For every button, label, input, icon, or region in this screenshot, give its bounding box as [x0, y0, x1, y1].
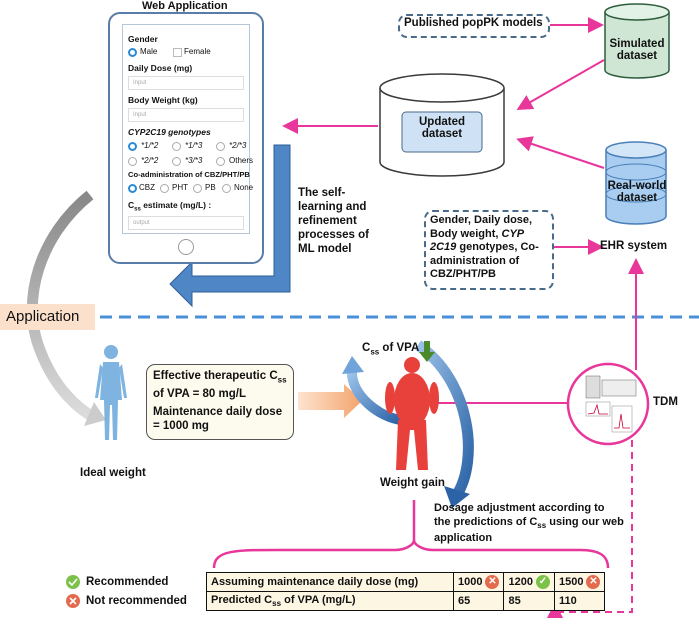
application-arrowhead — [84, 402, 106, 426]
predicted-cell-1: 85 — [503, 591, 555, 611]
genotype-option-2: *2/*3 — [229, 141, 247, 150]
genotype-label: CYP2C19 genotypes — [128, 127, 211, 137]
css-estimate-label: Css estimate (mg/L) : — [128, 200, 212, 213]
legend-not-recommended: Not recommended — [86, 595, 187, 607]
weight-gain-body-icon — [385, 357, 439, 470]
therapeutic-box — [146, 364, 294, 440]
tdm-instrument-icon — [585, 375, 637, 433]
css-curve-left-head — [342, 356, 364, 374]
gender-female-label: Female — [184, 47, 211, 56]
genotype-radio-3[interactable] — [128, 157, 137, 166]
dose-input[interactable]: Input — [128, 76, 244, 90]
predicted-cell-2: 110 — [553, 591, 606, 611]
css-vpa-label: Css of VPA — [362, 342, 420, 357]
legend-check-icon — [66, 575, 80, 589]
coadmin-option-2: PB — [205, 183, 216, 192]
css-down-icon — [419, 341, 435, 362]
weight-label: Body Weight (kg) — [128, 95, 198, 105]
coadmin-option-1: PHT — [172, 183, 188, 192]
gender-male-label: Male — [140, 47, 158, 56]
coadmin-option-0: CBZ — [139, 183, 155, 192]
tablet-home-button[interactable] — [178, 239, 194, 255]
gender-male-radio[interactable] — [128, 48, 137, 57]
genotype-radio-1[interactable] — [172, 142, 181, 151]
cross-icon: ✕ — [485, 575, 500, 589]
genotype-radio-0[interactable] — [128, 142, 137, 151]
genotype-radio-2[interactable] — [216, 142, 225, 151]
gender-female-radio[interactable] — [173, 48, 182, 57]
table-bracket — [212, 539, 610, 569]
predicted-cell-0: 65 — [452, 591, 505, 611]
webapp-title: Web Application — [142, 0, 228, 12]
dosage-adjustment-text: Dosage adjustment according to the predi… — [434, 502, 624, 545]
updated-dataset-label: Updated dataset — [419, 116, 465, 140]
check-icon: ✓ — [535, 575, 550, 589]
coadmin-option-3: None — [234, 183, 254, 192]
dose-cell-0: 1000✕ — [452, 572, 505, 592]
adjust-curve-head — [444, 486, 470, 508]
gender-label: Gender — [128, 34, 158, 44]
simulated-dataset-label: Simulated dataset — [609, 38, 665, 62]
dose-label: Daily Dose (mg) — [128, 63, 193, 73]
dose-row-label: Assuming maintenance daily dose (mg) — [206, 572, 454, 592]
genotype-radio-5[interactable] — [216, 157, 225, 166]
published-models-box — [398, 14, 550, 38]
realworld-dataset-cylinder — [605, 141, 667, 225]
cross-icon: ✕ — [586, 575, 601, 589]
self-learning-text: The self-learning and refinement process… — [298, 187, 369, 255]
css-curve-left — [346, 369, 403, 425]
dose-cell-2: 1500✕ — [553, 572, 606, 592]
coadmin-radio-2[interactable] — [193, 184, 202, 193]
dose-table: Assuming maintenance daily dose (mg) 100… — [206, 572, 606, 611]
dose-cell-1: 1200✓ — [503, 572, 555, 592]
ehr-system-label: EHR system — [600, 240, 668, 252]
arrow-realworld-to-updated — [516, 136, 605, 169]
predicted-row-label: Predicted Css of VPA (mg/L) — [206, 591, 454, 611]
coadmin-radio-1[interactable] — [160, 184, 169, 193]
application-label-bg — [0, 304, 95, 330]
updated-dataset-box — [401, 111, 483, 153]
ideal-weight-label: Ideal weight — [80, 467, 146, 479]
refinement-arrow — [169, 144, 291, 308]
genotype-radio-4[interactable] — [172, 157, 181, 166]
ehr-inputs-box — [424, 210, 554, 290]
table-row: Assuming maintenance daily dose (mg) 100… — [206, 572, 606, 592]
coadmin-radio-0[interactable] — [128, 184, 137, 193]
ehr-inputs-text: Gender, Daily dose, Body weight, CYP 2C1… — [430, 214, 539, 280]
application-label: Application — [6, 308, 80, 325]
published-models-label: Published popPK models — [404, 17, 543, 29]
updated-dataset-cylinder — [379, 73, 505, 177]
genotype-option-5: Others — [229, 156, 254, 165]
coadmin-radio-3[interactable] — [222, 184, 231, 193]
table-row: Predicted Css of VPA (mg/L) 65 85 110 — [206, 591, 606, 611]
genotype-option-0: *1/*2 — [141, 141, 159, 150]
css-output-field: output — [128, 216, 244, 230]
adjust-curve — [414, 340, 474, 500]
weight-input[interactable]: Input — [128, 108, 244, 122]
simulated-dataset-cylinder — [604, 3, 670, 79]
genotype-option-1: *1/*3 — [185, 141, 203, 150]
genotype-option-4: *3/*3 — [185, 156, 203, 165]
orange-arrow — [298, 384, 362, 418]
realworld-dataset-label: Real-world dataset — [607, 180, 667, 204]
tdm-label: TDM — [653, 396, 678, 408]
genotype-option-3: *2/*2 — [141, 156, 159, 165]
ideal-weight-body-icon — [95, 345, 127, 440]
arrow-simulated-to-updated — [516, 59, 605, 110]
application-arrow — [26, 190, 98, 423]
weight-gain-label: Weight gain — [380, 477, 445, 489]
maintenance-dose-text: Maintenance daily dose = 1000 mg — [153, 406, 283, 432]
legend-recommended: Recommended — [86, 576, 169, 588]
webapp-screen — [122, 24, 250, 234]
effective-css-text: Effective therapeutic Css of VPA = 80 mg… — [153, 370, 287, 401]
coadmin-label: Co-administration of CBZ/PHT/PB — [128, 170, 250, 179]
